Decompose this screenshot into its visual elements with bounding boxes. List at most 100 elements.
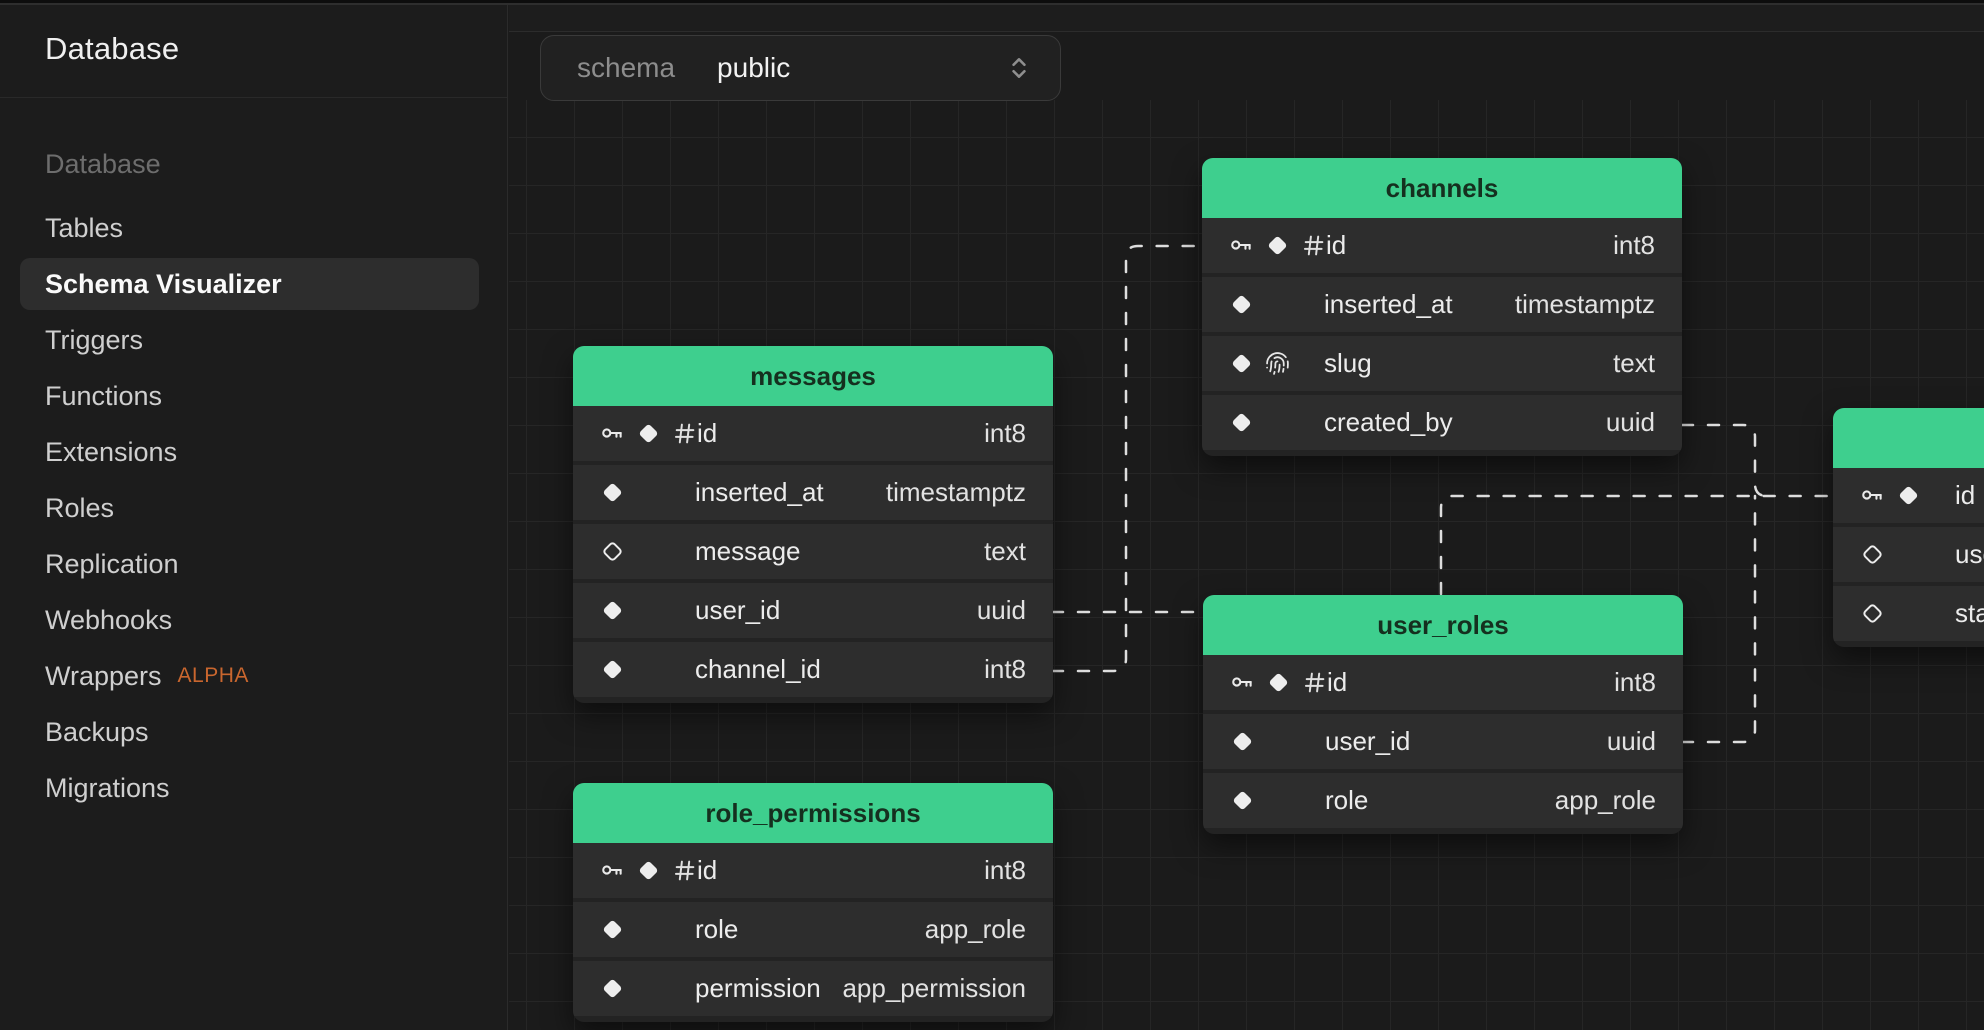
column-name: inserted_at: [1324, 289, 1453, 319]
column-icons: [1230, 670, 1327, 695]
table-title[interactable]: role_permissions: [573, 783, 1053, 843]
primary-key-icon: [602, 865, 622, 875]
sidebar-item-replication[interactable]: Replication: [45, 549, 179, 579]
column-icons: [1229, 410, 1324, 435]
column-name: permission: [695, 973, 821, 1003]
sidebar-item-tables[interactable]: Tables: [45, 213, 124, 243]
column-name: id: [697, 418, 718, 448]
column-icons: [1229, 233, 1326, 258]
sidebar-item-roles[interactable]: Roles: [45, 493, 115, 523]
column-name: role: [1325, 785, 1369, 815]
column-type: int8: [984, 418, 1026, 448]
table-title[interactable]: messages: [573, 346, 1053, 406]
alpha-badge: ALPHA: [177, 664, 249, 687]
sidebar-item-wrappers[interactable]: Wrappers ALPHA: [20, 650, 479, 702]
sidebar-item-extensions[interactable]: Extensions: [45, 437, 178, 467]
column-icons: [1860, 542, 1955, 567]
column-icons: [1230, 788, 1325, 813]
hash-icon: [674, 860, 695, 881]
window-top-hairline: [0, 3, 1984, 5]
sidebar-item-triggers[interactable]: Triggers: [45, 325, 144, 355]
hash-icon: [674, 423, 695, 444]
column-name: slug: [1324, 348, 1372, 378]
column-row: role app_role: [1203, 773, 1683, 828]
sidebar-item-backups[interactable]: Backups: [45, 717, 149, 747]
column-name: created_by: [1324, 407, 1453, 437]
diamond-outline-icon: [1863, 604, 1882, 623]
column-type: int8: [984, 654, 1026, 684]
diamond-filled-icon: [1899, 486, 1918, 505]
column-icons: [1860, 483, 1955, 508]
column-icons: [600, 539, 695, 564]
sidebar-header: Database: [0, 0, 507, 98]
column-type: app_permission: [842, 973, 1026, 1003]
column-name: id: [1955, 480, 1976, 510]
column-row: created_by uuid: [1202, 395, 1682, 450]
column-type: int8: [984, 855, 1026, 885]
column-icons: [600, 480, 695, 505]
diamond-filled-icon: [603, 979, 622, 998]
column-icons: [1860, 601, 1955, 626]
table-title[interactable]: channels: [1202, 158, 1682, 218]
table-title[interactable]: user_roles: [1203, 595, 1683, 655]
sidebar-item-webhooks[interactable]: Webhooks: [45, 605, 173, 635]
column-name: user_id: [1325, 726, 1411, 756]
column-icons: [600, 421, 697, 446]
diamond-outline-icon: [1863, 545, 1882, 564]
column-row: id int8: [1203, 655, 1683, 710]
sidebar-section-label: Database: [45, 149, 161, 179]
sidebar-item-migrations[interactable]: Migrations: [45, 773, 170, 803]
column-type: timestamptz: [885, 477, 1026, 507]
page-title: Database: [45, 30, 180, 66]
column-type: uuid: [976, 595, 1026, 625]
hash-icon: [1304, 672, 1325, 693]
schema-select[interactable]: schema public: [540, 35, 1061, 101]
diamond-filled-icon: [1232, 354, 1251, 373]
diamond-filled-icon: [1268, 236, 1287, 255]
column-icons: [1229, 292, 1324, 317]
table-node-partial[interactable]: idusesta: [1833, 408, 1984, 647]
column-type: int8: [1614, 667, 1656, 697]
diamond-filled-icon: [603, 483, 622, 502]
column-type: int8: [1613, 230, 1655, 260]
column-type: app_role: [1554, 785, 1656, 815]
column-icons: [600, 917, 695, 942]
table-title[interactable]: [1833, 408, 1984, 468]
diamond-outline-icon: [603, 542, 622, 561]
diamond-filled-icon: [1232, 413, 1251, 432]
diamond-filled-icon: [1232, 295, 1251, 314]
diamond-filled-icon: [603, 601, 622, 620]
column-row: id: [1833, 468, 1984, 523]
column-icons: [1230, 729, 1325, 754]
column-name: id: [697, 855, 718, 885]
column-type: uuid: [1606, 726, 1656, 756]
table-columns: id int8 user_id uuid role app_role: [1203, 655, 1683, 834]
fingerprint-icon: [1266, 352, 1289, 375]
column-icons: [600, 657, 695, 682]
sidebar-item-functions[interactable]: Functions: [45, 381, 163, 411]
diamond-filled-icon: [603, 920, 622, 939]
column-name: id: [1327, 667, 1348, 697]
column-type: uuid: [1605, 407, 1655, 437]
column-row: sta: [1833, 586, 1984, 641]
column-row: id int8: [573, 843, 1053, 898]
column-icons: [600, 858, 697, 883]
diamond-filled-icon: [1233, 791, 1252, 810]
column-row: user_id uuid: [573, 583, 1053, 638]
table-columns: idusesta: [1833, 468, 1984, 647]
primary-key-icon: [1232, 677, 1252, 687]
column-name: user_id: [695, 595, 781, 625]
sidebar-item-schema-visualizer[interactable]: Schema Visualizer: [20, 258, 479, 310]
